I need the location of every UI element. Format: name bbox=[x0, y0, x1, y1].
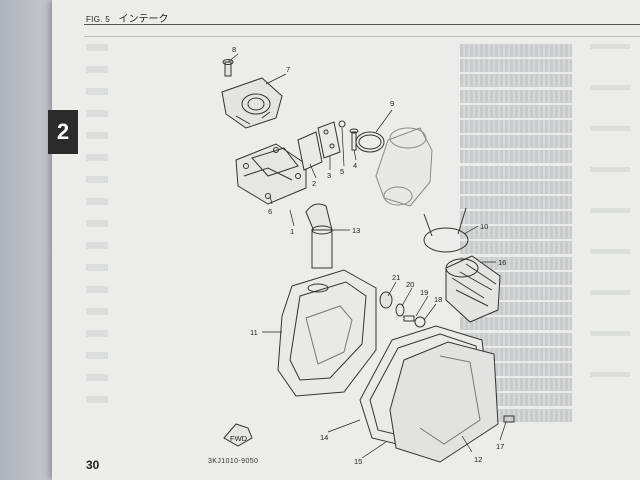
callout-20: 20 bbox=[406, 280, 414, 289]
callout-17: 17 bbox=[496, 442, 504, 451]
band-part bbox=[423, 207, 469, 253]
section-tab: 2 bbox=[48, 110, 78, 154]
callout-14: 14 bbox=[320, 433, 328, 442]
callout-10: 10 bbox=[480, 222, 488, 231]
figure-number: FIG. 5 bbox=[86, 15, 111, 24]
callout-9: 9 bbox=[390, 99, 394, 108]
figure-title: インテーク bbox=[118, 14, 169, 25]
washer-bolt-parts bbox=[338, 120, 359, 151]
callout-19: 19 bbox=[420, 288, 428, 297]
elbow-pipe-part bbox=[305, 203, 333, 269]
diagram-part-code: 3KJ1010-9050 bbox=[208, 458, 259, 465]
screw-part-lower bbox=[503, 415, 515, 423]
callout-7: 7 bbox=[286, 65, 290, 74]
left-page-edge bbox=[0, 0, 52, 480]
intake-joint-part bbox=[375, 127, 433, 207]
carburetor-joint-part bbox=[221, 77, 283, 129]
figure-header: FIG. 5 インテーク bbox=[86, 10, 169, 25]
hose-clamp-part bbox=[355, 131, 385, 153]
callout-13: 13 bbox=[352, 226, 360, 235]
faint-description-column bbox=[590, 44, 638, 434]
callout-3: 3 bbox=[327, 171, 331, 180]
callout-2: 2 bbox=[312, 179, 316, 188]
callout-4: 4 bbox=[353, 161, 357, 170]
callout-6: 6 bbox=[268, 207, 272, 216]
forward-arrow bbox=[223, 423, 253, 447]
grommet-bolt-parts bbox=[379, 291, 426, 328]
callout-18: 18 bbox=[434, 295, 442, 304]
callout-8: 8 bbox=[232, 45, 236, 54]
callout-15: 15 bbox=[354, 457, 362, 466]
faint-ref-column bbox=[86, 44, 116, 434]
page-number: 30 bbox=[86, 458, 100, 472]
callout-12: 12 bbox=[474, 455, 482, 464]
filter-element-part bbox=[445, 255, 501, 323]
gasket-parts bbox=[297, 121, 341, 171]
callout-11: 11 bbox=[250, 328, 258, 337]
callout-5: 5 bbox=[340, 167, 344, 176]
air-filter-case-part bbox=[277, 269, 377, 397]
leader-lines bbox=[227, 53, 507, 459]
reed-valve-assembly bbox=[235, 143, 307, 205]
filter-case-part bbox=[389, 341, 499, 463]
header-rule bbox=[84, 24, 640, 25]
fwd-label: FWD bbox=[230, 434, 248, 443]
callout-1: 1 bbox=[290, 227, 294, 236]
header-rule-secondary bbox=[84, 36, 640, 37]
callout-21: 21 bbox=[392, 273, 400, 282]
callout-16: 16 bbox=[498, 258, 506, 267]
